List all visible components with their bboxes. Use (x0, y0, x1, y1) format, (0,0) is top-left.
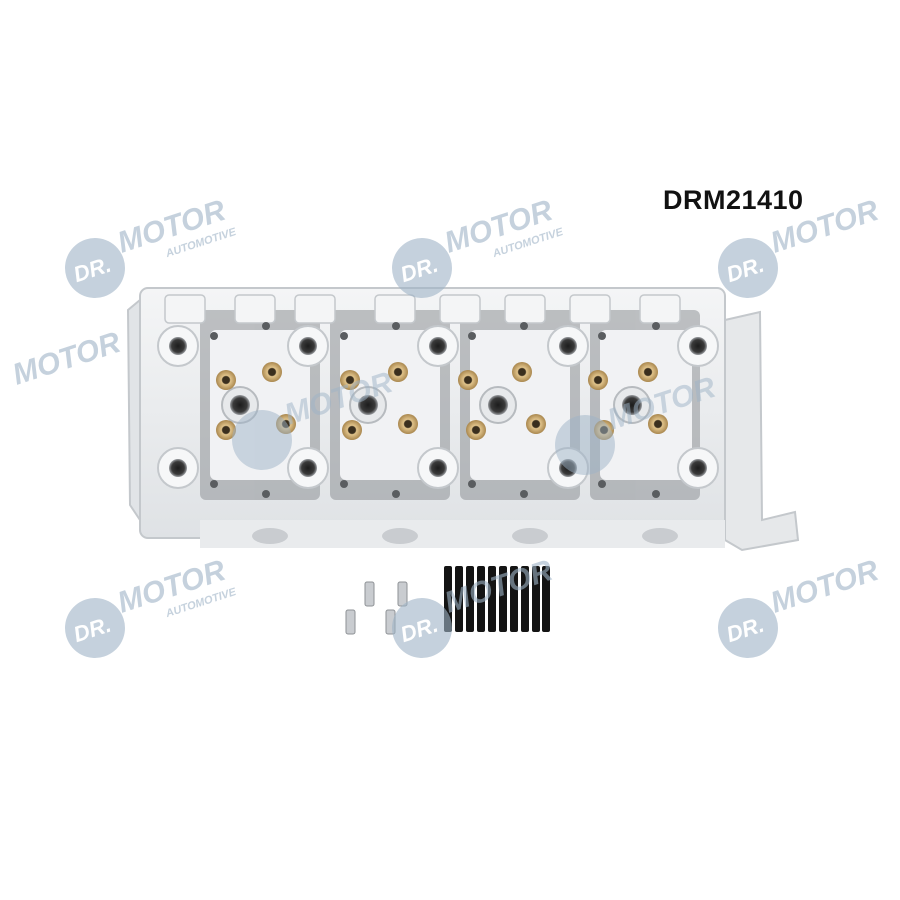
dowel-pin-icon (345, 581, 408, 635)
part-number: DRM21410 (663, 185, 804, 215)
stud-bolt-icon (444, 566, 550, 632)
